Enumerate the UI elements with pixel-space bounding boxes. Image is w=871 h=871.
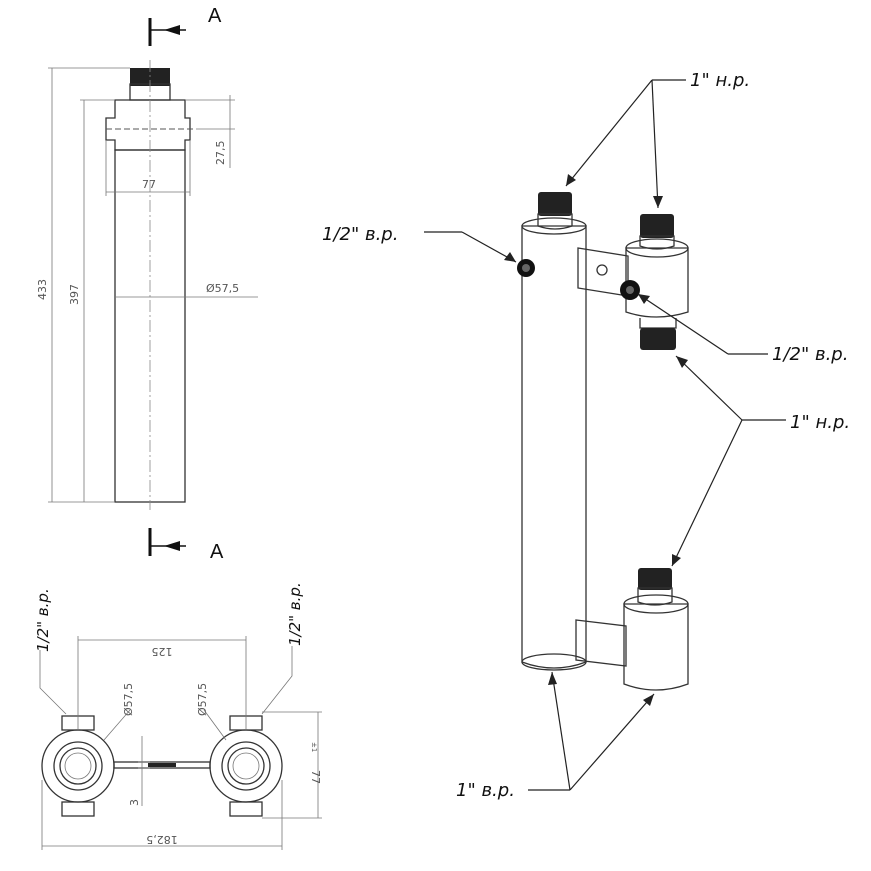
callout-inner-port-left: 1/2" в.р. [322,224,398,245]
label-left-port: 1/2" в.р. [34,588,52,652]
dim-body-height: 397 [68,284,81,305]
dim-gap: 3 [128,799,141,806]
section-marker-bottom: A [148,528,224,563]
callout-outer-thread-mid: 1" н.р. [790,412,850,433]
section-marker-top: A [148,5,222,46]
second-bottom-thread [640,328,676,350]
dim-depth: 77 [309,770,322,784]
dim-overall-height: 433 [36,279,49,300]
dim-depth-tolerance: ±1 [310,742,318,752]
top-view: 125 Ø57,5 Ø57,5 77 ±1 3 182,5 1/2" в.р. … [34,582,322,850]
section-letter-top: A [208,5,222,27]
callout-inner-thread-bottom: 1" в.р. [456,780,515,801]
dim-body-diameter: Ø57,5 [206,282,239,295]
isometric-view: 1" н.р. 1/2" в.р. 1/2" в.р. 1" н.р. 1" в… [322,70,850,801]
dim-port-offset: 27,5 [214,141,227,166]
callout-inner-port-right: 1/2" в.р. [772,344,848,365]
dim-port-width: 77 [142,178,156,191]
section-letter-bottom: A [210,541,224,563]
dim-right-diameter: Ø57,5 [196,683,209,716]
label-right-port: 1/2" в.р. [286,582,304,646]
dim-center-distance: 125 [152,645,173,658]
dim-overall-width: 182,5 [146,833,178,846]
front-view: A 433 397 27,5 77 Ø57,5 [36,5,258,563]
callout-outer-thread-top: 1" н.р. [690,70,750,91]
lower-top-thread [638,568,672,590]
main-top-thread [538,192,572,216]
second-top-thread [640,214,674,238]
dim-left-diameter: Ø57,5 [122,683,135,716]
